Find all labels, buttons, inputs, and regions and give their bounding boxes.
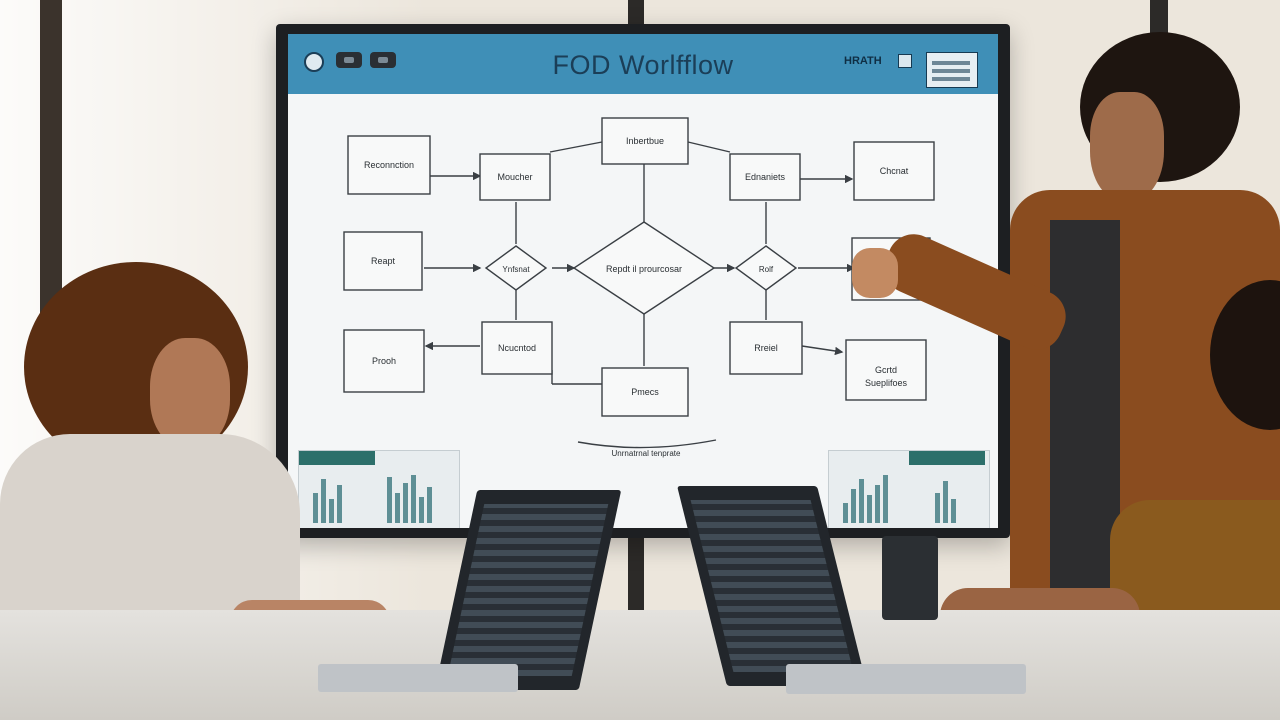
board-title: FOD Worlfflow: [552, 50, 734, 80]
wall-pole-left: [40, 0, 62, 360]
flow-node-label: Rreiel: [754, 343, 778, 353]
laptop-screen-content: [447, 504, 609, 676]
header-square-icon: [898, 54, 912, 68]
chart-panel-left: [298, 450, 460, 528]
presenter-shirt: [1050, 220, 1120, 620]
panel-header: [909, 451, 985, 465]
flow-node-label: Pmecs: [631, 387, 659, 397]
decision-label: Repdt il prourcosar: [606, 264, 682, 274]
flow-node-label: Chcnat: [880, 166, 909, 176]
flow-node-label: Ncucntod: [498, 343, 536, 353]
wall-pole-right: [1150, 0, 1168, 34]
flow-node-label: Ednaniets: [745, 172, 786, 182]
monitor-stand: [628, 536, 644, 620]
flow-node-label: Moucher: [497, 172, 532, 182]
laptop-right-keyboard[interactable]: [786, 664, 1026, 694]
presenter-face: [1090, 92, 1164, 202]
mini-bar-chart: [307, 471, 447, 523]
flow-node-label: Gcrtd: [875, 365, 897, 375]
monitor-stand-top: [628, 0, 644, 26]
flow-node-label: Prooh: [372, 356, 396, 366]
seated-woman-face: [150, 338, 230, 448]
panel-header: [299, 451, 375, 465]
header-label: HRATH: [844, 55, 882, 67]
coffee-mug: [882, 536, 938, 620]
laptop-left-keyboard[interactable]: [318, 664, 518, 692]
header-thumbnail: [926, 52, 978, 88]
flow-node-label: Reconnction: [364, 160, 414, 170]
footer-caption: Unrnatrnal tenprate: [612, 449, 681, 458]
presenter-hand: [852, 248, 898, 298]
flow-node-label: Sueplifoes: [865, 378, 908, 388]
chart-panel-right: [828, 450, 990, 528]
logo-icon: [304, 52, 324, 72]
flow-node-label: Reapt: [371, 256, 396, 266]
toggle-icon-2[interactable]: [370, 52, 396, 68]
flow-node-label: Inbertbue: [626, 136, 664, 146]
conference-table: [0, 610, 1280, 720]
screen-header-bar: FOD Worlfflow HRATH: [288, 34, 998, 94]
decision-label: Ynfsnat: [502, 265, 530, 274]
decision-label: Rolf: [759, 265, 774, 274]
mini-bar-chart: [837, 471, 977, 523]
toggle-icon[interactable]: [336, 52, 362, 68]
